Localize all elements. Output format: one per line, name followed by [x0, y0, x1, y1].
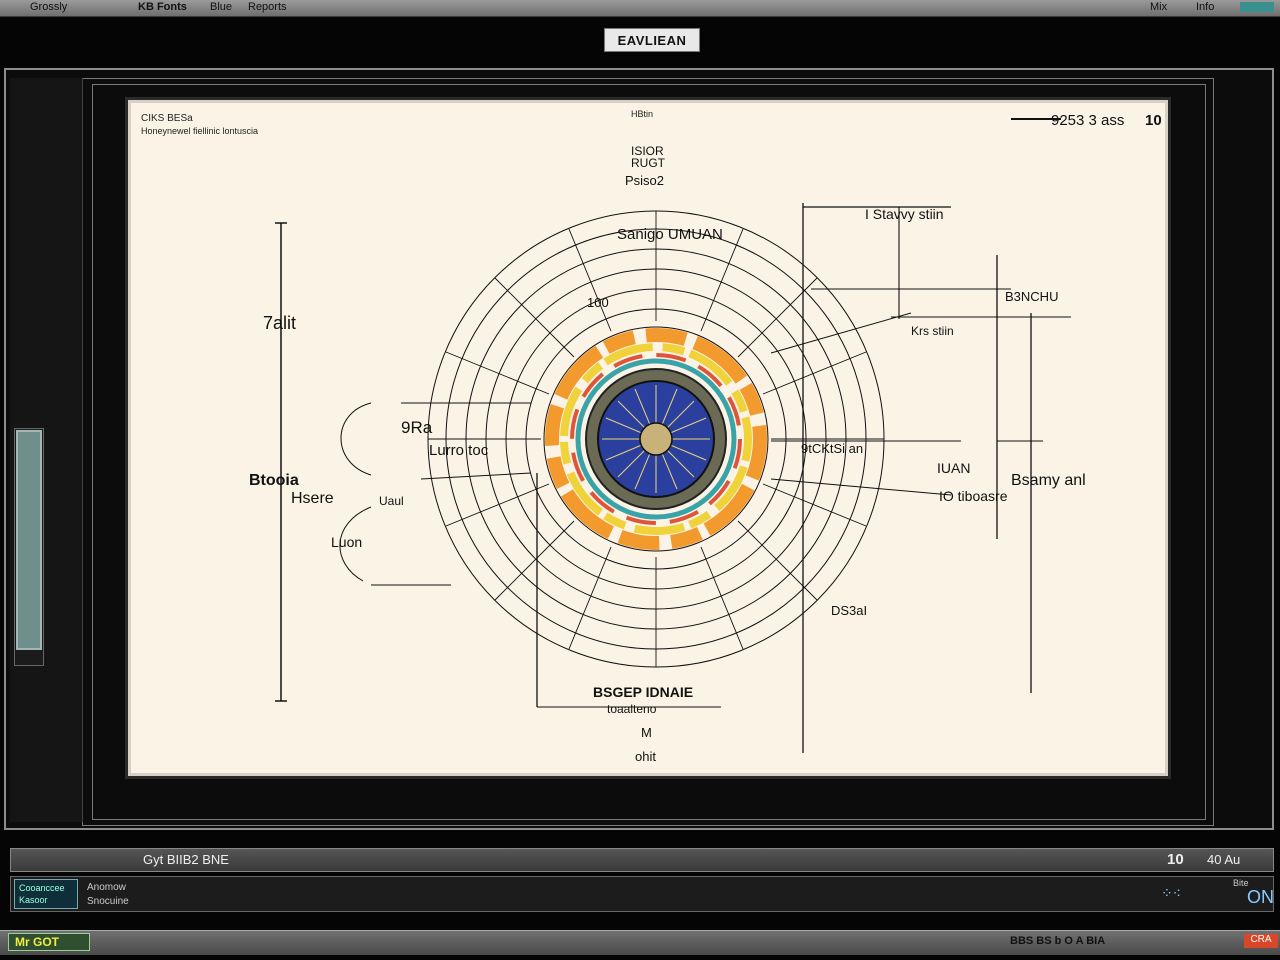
- menu-bar: Grossly KB Fonts Blue Reports Mix Info: [0, 0, 1280, 17]
- menu-right-item-1[interactable]: Mix: [1150, 1, 1168, 13]
- right-label-2: B3NCHU: [1005, 289, 1058, 304]
- ring-orange: [545, 328, 767, 550]
- menu-item-4[interactable]: Reports: [248, 1, 287, 13]
- info-bar: Anomow Snocuine ⁘⁖ Bite ON: [10, 876, 1274, 912]
- sub-title: Sanigo UMUAN: [617, 226, 723, 243]
- lower-right-label: DS3aI: [831, 603, 867, 618]
- ring-teal: [575, 358, 737, 520]
- window-title: EAVLIEAN: [604, 28, 700, 52]
- info-chip-line-1: Cooanccee: [19, 883, 65, 893]
- menu-right-item-2[interactable]: Info: [1196, 1, 1215, 13]
- window-controls-icon[interactable]: [1240, 2, 1274, 12]
- tray-text: BBS BS b O A BIA: [1010, 935, 1106, 947]
- left-label-3: Luon: [331, 534, 362, 550]
- ring-red: [570, 353, 742, 525]
- menu-item-2[interactable]: KB Fonts: [138, 1, 187, 13]
- top-right-mark: 10: [1145, 112, 1162, 129]
- left-label-1: Btooia: [249, 472, 299, 489]
- info-text-2: Snocuine: [87, 896, 129, 907]
- left-arc-1: [340, 402, 372, 476]
- menu-item-3[interactable]: Blue: [210, 1, 233, 13]
- taskbar: BBS BS b O A BIA CRA: [0, 930, 1280, 955]
- top-left-subtitle: Honeynewel fiellinic lontuscia: [141, 126, 258, 136]
- info-right-text[interactable]: ON: [1247, 887, 1274, 907]
- right-label-1: I Stavvy stiin: [865, 206, 944, 222]
- top-center-label: HBtin: [631, 109, 653, 119]
- radial-spokes: [428, 211, 884, 667]
- left-label-4: Lurro toc: [429, 442, 489, 459]
- left-label-6: 9Ra: [401, 418, 433, 437]
- left-arc-2: [339, 506, 372, 582]
- status-left-text: Gyt BIIB2 BNE: [143, 852, 229, 867]
- core-center: [639, 422, 673, 456]
- info-right-small: Bite: [1233, 878, 1249, 888]
- right-label-7: Bsamy anl: [1011, 472, 1086, 489]
- frame-inner-outline: [92, 84, 1206, 820]
- diagram-svg: CIKS BESa Honeynewel fiellinic lontuscia…: [141, 109, 1162, 764]
- top-left-title: CIKS BESa: [141, 113, 193, 124]
- status-right-number: 10: [1167, 851, 1184, 868]
- info-chip[interactable]: Cooanccee Kasoor: [14, 879, 78, 909]
- top-title-3: Psiso2: [625, 173, 664, 188]
- right-label-3: Krs stiin: [911, 324, 954, 338]
- center-number: 100: [587, 295, 609, 310]
- bottom-label-4: ohit: [635, 749, 656, 764]
- right-label-4: 9tCKtSi an: [801, 441, 863, 456]
- top-title-1: ISIOR: [631, 144, 664, 158]
- status-right-text: 40 Au: [1207, 852, 1241, 867]
- network-icon[interactable]: ⁘⁖: [1161, 885, 1181, 901]
- left-label-5: Uaul: [379, 494, 404, 508]
- tray-badge[interactable]: CRA: [1244, 934, 1278, 948]
- info-chip-line-2: Kasoor: [19, 895, 48, 905]
- status-bar: Gyt BIIB2 BNE 10 40 Au: [10, 848, 1274, 872]
- left-label-2: Hsere: [291, 490, 334, 507]
- left-scale-label: 7alit: [263, 313, 296, 333]
- ring-yellow: [560, 343, 752, 535]
- bottom-label-1: BSGEP IDNAIE: [593, 684, 693, 700]
- diagram-canvas[interactable]: CIKS BESa Honeynewel fiellinic lontuscia…: [128, 100, 1168, 776]
- menu-item-1[interactable]: Grossly: [30, 1, 68, 13]
- top-right-label: 9253 3 ass: [1051, 112, 1124, 129]
- left-panel: [10, 78, 83, 822]
- info-text-1: Anomow: [87, 882, 126, 893]
- bottom-label-3: M: [641, 725, 652, 740]
- top-title-2: RUGT: [631, 156, 666, 170]
- right-label-6: IO tiboasre: [939, 488, 1008, 504]
- bottom-label-2: toaalteno: [607, 702, 657, 716]
- right-label-5: IUAN: [937, 460, 970, 476]
- scrollbar-thumb[interactable]: [16, 430, 42, 650]
- start-button[interactable]: Mr GOT: [8, 933, 90, 951]
